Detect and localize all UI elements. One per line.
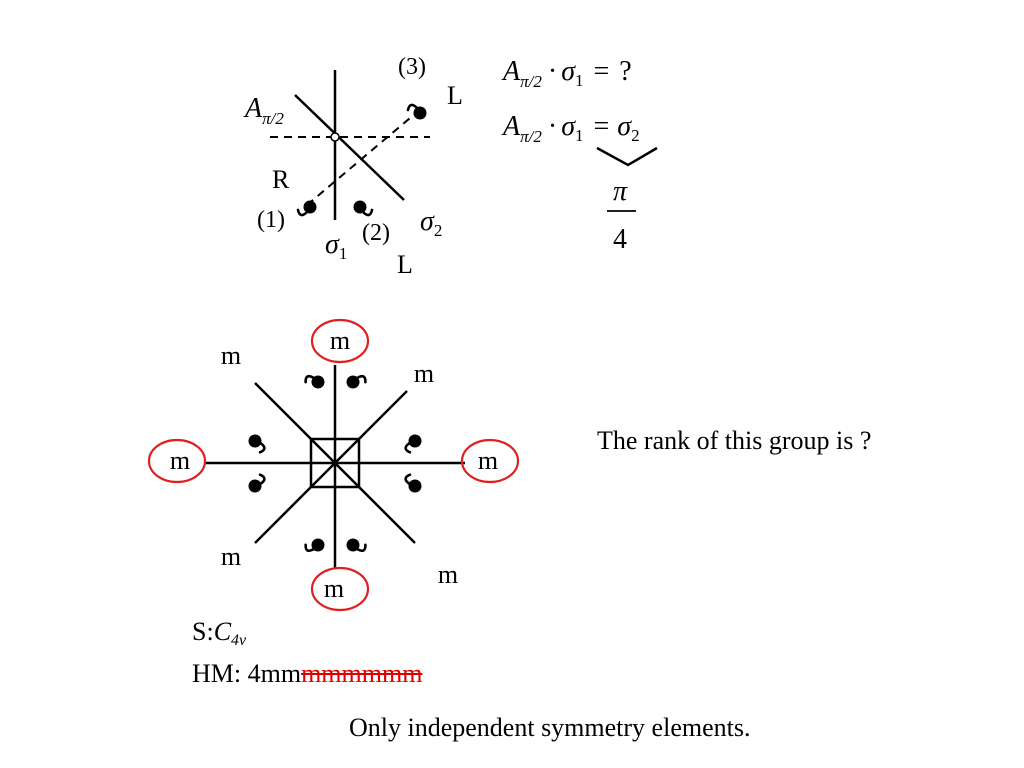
- point-2-hook-icon: [352, 199, 374, 217]
- hook-left-bottom-icon: [246, 471, 267, 496]
- point-2-label: (2): [362, 220, 390, 246]
- mirror-label-upper-right: m: [414, 359, 434, 388]
- mirror-label-right: m: [478, 446, 498, 475]
- rotation-path-dashed: [306, 112, 417, 206]
- handed-left-bottom-label: L: [397, 250, 413, 279]
- mirror-line-diagonal-2: [254, 390, 408, 544]
- equation-2: Aπ/2·σ1=σ2: [501, 111, 640, 146]
- hook-left-top-icon: [246, 431, 267, 456]
- point-3-hook-icon: [406, 103, 428, 121]
- hook-bottom-left-icon: [303, 534, 328, 556]
- hermann-mauguin-notation: HM: 4mmmmmmmm: [192, 659, 423, 688]
- red-circle-left: [147, 438, 207, 484]
- angle-numerator: π: [613, 176, 628, 207]
- point-1-hook-icon: [296, 199, 318, 217]
- red-circle-right: [460, 438, 520, 484]
- angle-denominator: 4: [613, 224, 627, 255]
- hook-top-right-icon: [343, 371, 368, 393]
- footer-note: Only independent symmetry elements.: [349, 713, 751, 742]
- sigma-2-label: σ2: [420, 206, 442, 240]
- hook-right-top-icon: [403, 431, 424, 456]
- mirror-label-lower-right: m: [438, 560, 458, 589]
- mirror-label-upper-left: m: [221, 341, 241, 370]
- handed-left-top-label: L: [447, 81, 463, 110]
- red-circle-top: [310, 318, 370, 364]
- operation-diagram: (3) L R (1) (2) L Aπ/2 σ1 σ2: [243, 54, 463, 279]
- mirror-label-bottom: m: [324, 574, 344, 603]
- fourfold-axis-square: [309, 437, 361, 489]
- operator-label: Aπ/2: [243, 93, 284, 128]
- hook-bottom-right-icon: [343, 534, 368, 556]
- mirror-label-top: m: [330, 326, 350, 355]
- red-circle-bottom: [310, 566, 370, 612]
- equation-1: Aπ/2·σ1=?: [501, 56, 632, 91]
- point-1-label: (1): [257, 207, 285, 233]
- point-3-label: (3): [398, 54, 426, 80]
- sigma-1-label: σ1: [325, 229, 347, 263]
- handed-right-label: R: [272, 165, 290, 194]
- hook-right-bottom-icon: [403, 471, 424, 496]
- mirror-label-left: m: [170, 446, 190, 475]
- c4v-diagram: m m m m m m m m: [147, 318, 520, 612]
- mirror-label-lower-left: m: [221, 542, 241, 571]
- struck-mirrors: mmmmmm: [301, 659, 423, 688]
- rank-question: The rank of this group is ?: [597, 426, 872, 455]
- angle-brace: [596, 146, 658, 167]
- equations: Aπ/2·σ1=? Aπ/2·σ1=σ2 π 4: [501, 56, 658, 255]
- hook-top-left-icon: [303, 371, 328, 393]
- sigma-2-diagonal-mirror: [294, 94, 405, 201]
- schoenflies-notation: S:C4v: [192, 617, 247, 649]
- rotation-center-point: [330, 132, 340, 142]
